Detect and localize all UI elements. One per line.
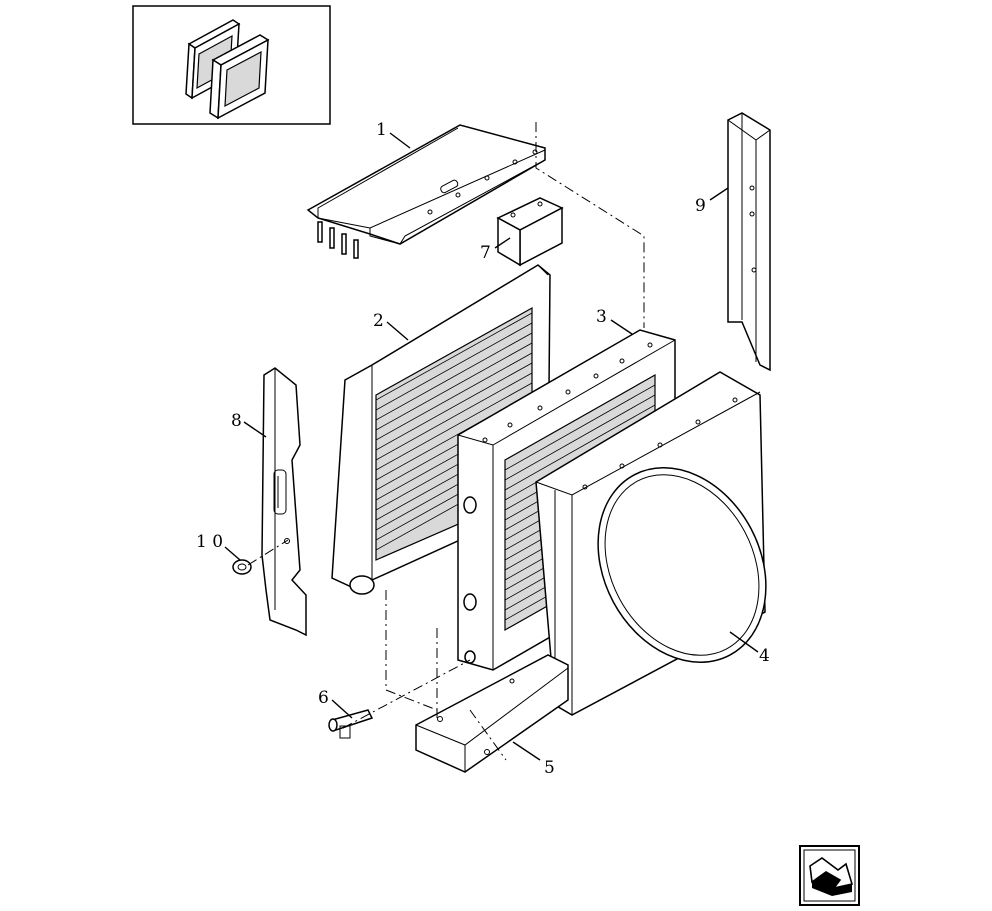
- part-5-bottom-bracket: [415, 654, 569, 773]
- part-4-fan-shroud: [535, 371, 767, 716]
- callout-7: 7: [480, 243, 491, 263]
- callout-3: 3: [596, 307, 607, 327]
- callout-5: 5: [544, 758, 555, 778]
- callout-10: 1 0: [196, 532, 223, 552]
- part-10-nut: [232, 559, 252, 575]
- inset-radiator-right: [209, 34, 270, 120]
- leader-lines: [224, 132, 759, 761]
- callout-2: 2: [373, 311, 384, 331]
- next-page-arrow-icon[interactable]: [799, 845, 860, 906]
- callout-labels: 1 2 3 4 5 6 7 8 9 1 0: [196, 120, 770, 778]
- callout-4: 4: [759, 646, 770, 666]
- assembly-lines: [247, 122, 645, 761]
- part-1-top-shroud: [306, 124, 546, 259]
- part-9-right-support: [727, 112, 771, 372]
- part-7-bracket: [496, 197, 564, 267]
- callout-6: 6: [318, 688, 329, 708]
- callout-8: 8: [231, 411, 242, 431]
- inset-thumbnail: [132, 5, 331, 125]
- callout-1: 1: [376, 120, 387, 140]
- part-8-left-support: [261, 367, 307, 637]
- callout-9: 9: [695, 196, 706, 216]
- part-6-pin: [328, 709, 374, 739]
